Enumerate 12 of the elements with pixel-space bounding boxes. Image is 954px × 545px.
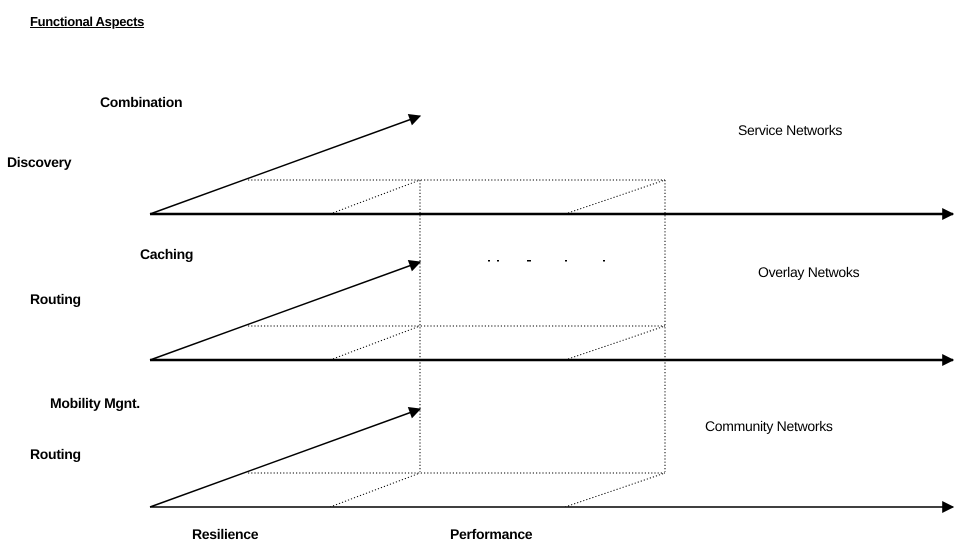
axis-label: Routing (30, 291, 81, 307)
axis-label: Service Networks (738, 122, 842, 138)
axis-label: Routing (30, 446, 81, 462)
diagram-title: Functional Aspects (30, 14, 144, 29)
axis-label: Overlay Netwoks (758, 264, 860, 280)
axis-label: Mobility Mgnt. (50, 395, 140, 411)
axis-label: Discovery (7, 154, 72, 170)
axis-label: Caching (140, 246, 194, 262)
axis-label: Combination (100, 94, 182, 110)
axis-label: Performance (450, 526, 532, 542)
axis-label: Community Networks (705, 418, 833, 434)
axis-label: Resilience (192, 526, 258, 542)
